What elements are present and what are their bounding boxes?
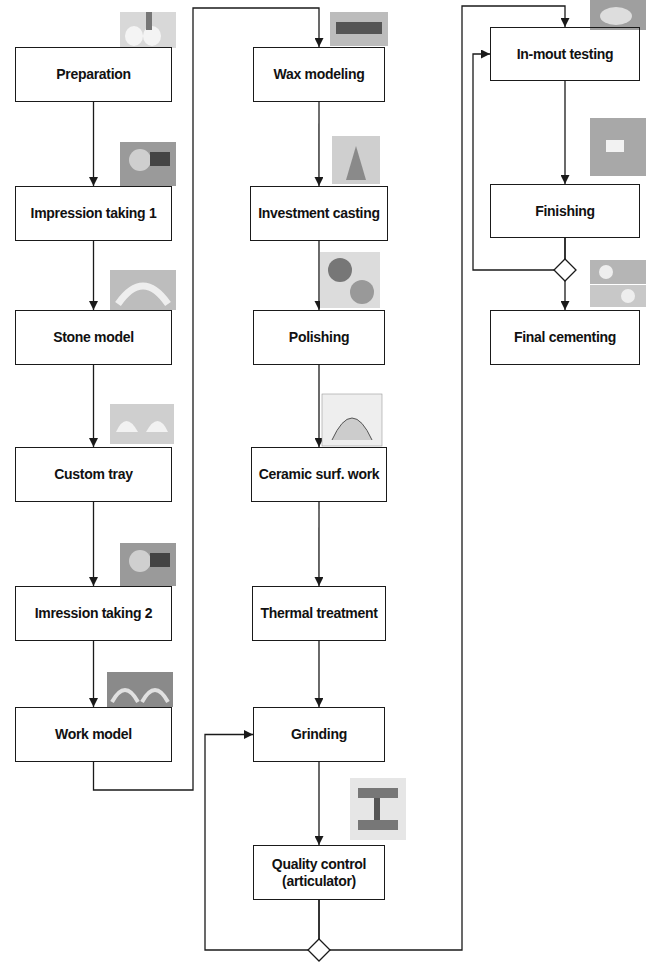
box-label: Finishing	[535, 203, 595, 219]
photo	[590, 0, 646, 30]
box-label: Quality control (articulator)	[254, 856, 384, 888]
box-label: In-mout testing	[517, 46, 614, 62]
photo	[120, 142, 176, 186]
flow-arrow	[93, 365, 94, 447]
box-label: Preparation	[56, 66, 131, 82]
process-box: Grinding	[253, 707, 385, 762]
flow-arrow	[318, 365, 319, 447]
flow-arrow	[318, 102, 319, 186]
box-label: Custom tray	[54, 466, 132, 482]
box-label: Grinding	[291, 726, 347, 742]
box-label: Wax modeling	[274, 66, 365, 82]
process-box: Investment casting	[250, 186, 387, 241]
process-box: Quality control (articulator)	[253, 845, 385, 900]
box-label: Thermal treatment	[260, 605, 377, 621]
process-box: Polishing	[253, 310, 385, 365]
box-label: Polishing	[289, 329, 349, 345]
box-label: Impression taking 1	[31, 205, 157, 221]
flow-arrow	[93, 641, 94, 707]
photo	[107, 672, 173, 707]
flow-arrow	[318, 502, 319, 586]
photo	[590, 260, 646, 307]
photo	[350, 778, 406, 840]
box-label: Work model	[55, 726, 132, 742]
process-box: Final cementing	[490, 310, 640, 365]
process-box: Wax modeling	[253, 47, 385, 102]
box-label: Final cementing	[514, 329, 616, 345]
decision-diamond	[554, 259, 576, 281]
process-box: In-mout testing	[490, 27, 640, 81]
photo	[110, 404, 174, 444]
flow-arrow	[318, 241, 319, 310]
process-box: Preparation	[15, 47, 172, 102]
process-box: Finishing	[490, 184, 640, 238]
flow-arrow	[564, 81, 565, 184]
flow-arrow	[318, 762, 319, 845]
process-box: Imression taking 2	[15, 586, 172, 641]
flow-arrow	[94, 8, 320, 790]
decision-diamond	[308, 939, 330, 961]
box-label: Investment casting	[258, 205, 379, 221]
box-label: Stone model	[53, 329, 134, 345]
flow-arrow	[93, 502, 94, 586]
box-label: Ceramic surf. work	[259, 466, 380, 482]
process-box: Thermal treatment	[252, 586, 385, 641]
photo	[590, 118, 646, 176]
flow-arrow	[93, 102, 94, 186]
process-box: Ceramic surf. work	[251, 447, 388, 502]
photo	[330, 12, 388, 46]
process-box: Impression taking 1	[15, 186, 172, 241]
photo	[320, 252, 380, 308]
photo	[120, 543, 176, 586]
flow-arrow	[93, 241, 94, 310]
photo	[332, 136, 380, 184]
process-box: Work model	[15, 707, 172, 762]
photo	[120, 12, 176, 48]
photo	[110, 270, 176, 310]
flow-arrow	[205, 735, 319, 951]
photo	[322, 394, 382, 446]
process-box: Stone model	[15, 310, 172, 365]
box-label: Imression taking 2	[35, 605, 153, 621]
process-box: Custom tray	[15, 447, 172, 502]
flow-arrow	[318, 641, 319, 707]
